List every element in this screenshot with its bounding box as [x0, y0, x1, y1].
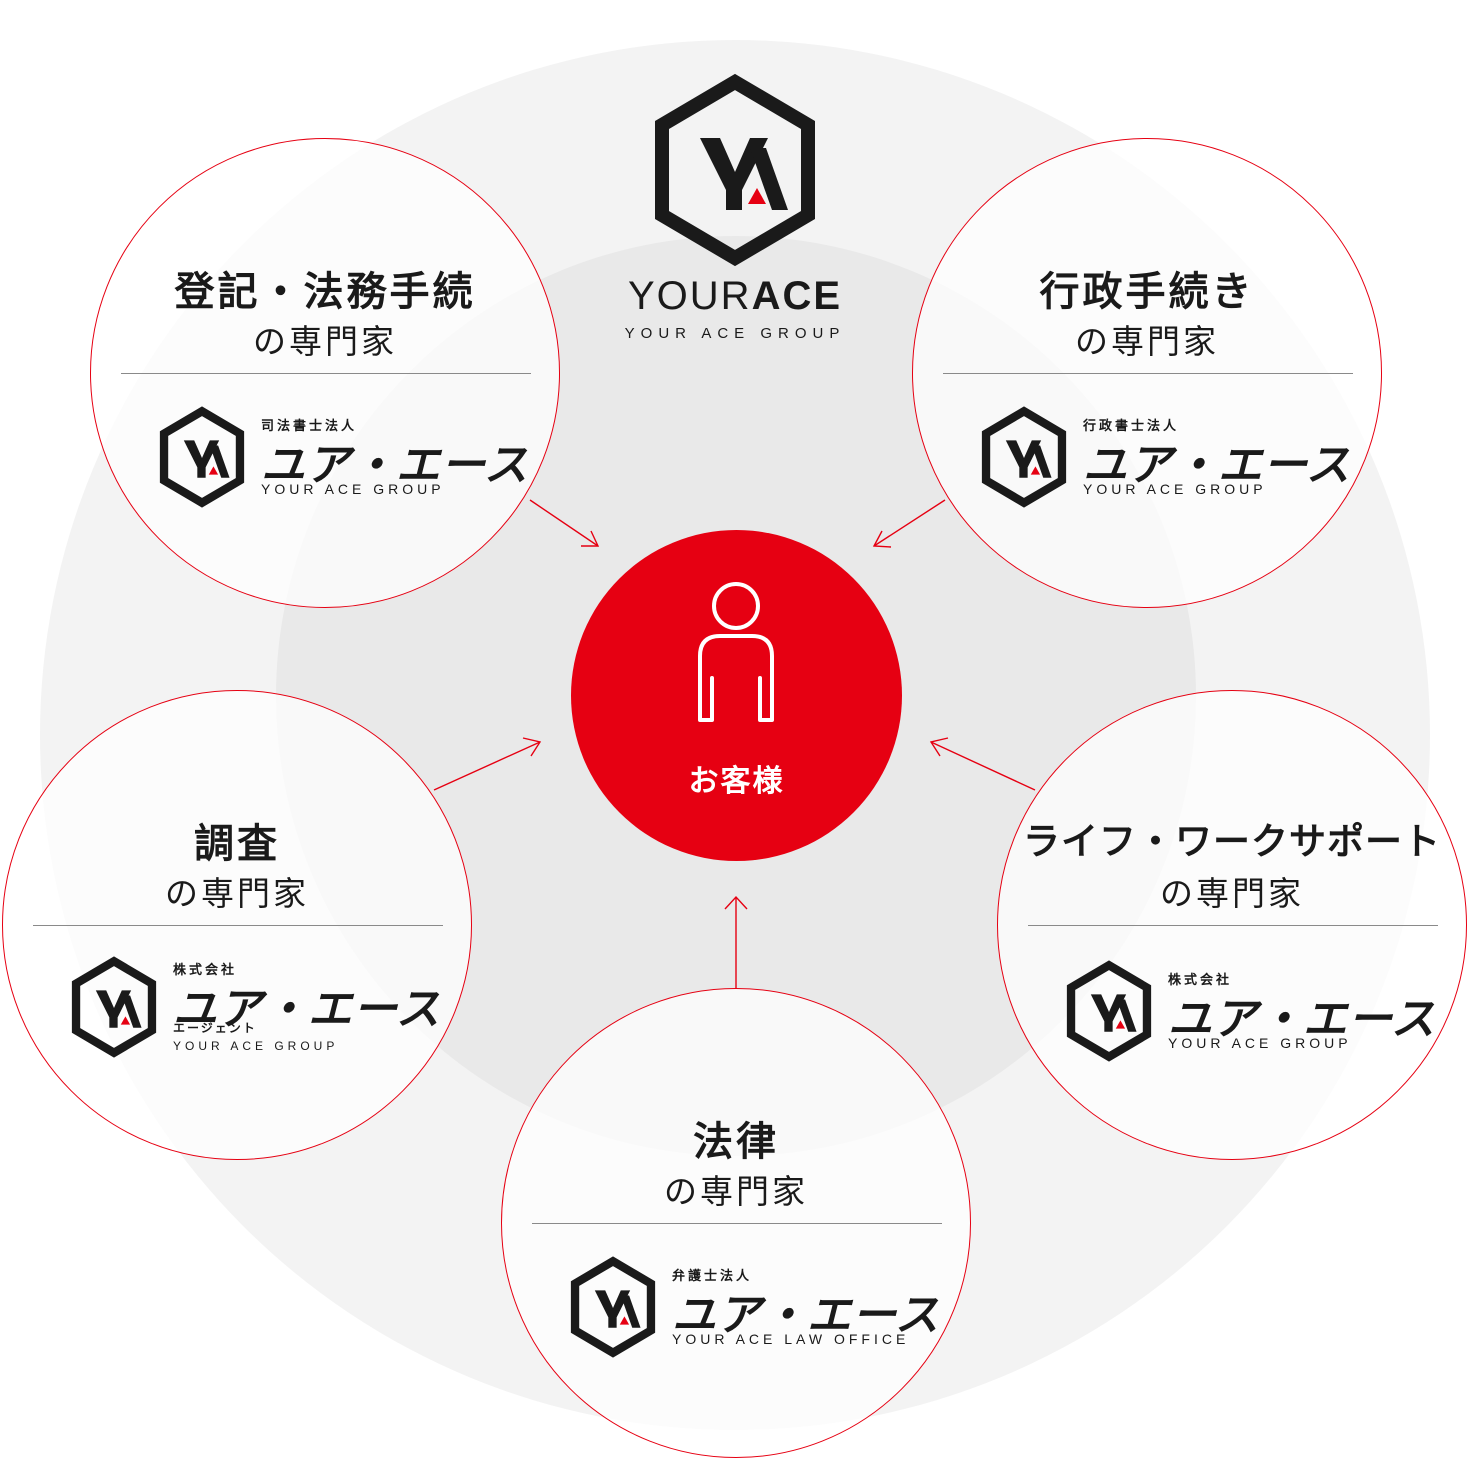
- customer-circle: お客様: [571, 530, 902, 861]
- logo-name: ユア・エース: [261, 440, 529, 491]
- group-subtitle: YOUR ACE GROUP: [624, 325, 846, 342]
- specialist-subtitle: の専門家: [1160, 874, 1304, 913]
- specialist-circle-lifework: ライフ・ワークサポート の専門家 株式会社 ユア・エース YOUR ACE GR…: [997, 690, 1467, 1160]
- your-ace-group-logo: YOURACE YOUR ACE GROUP: [600, 70, 870, 350]
- arrow-investigation-to-customer: [433, 737, 542, 791]
- logo-extra: エージェント: [173, 1021, 257, 1035]
- specialist-title: 登記・法務手続: [174, 269, 476, 315]
- ya-hexagon-logo-icon: [655, 73, 815, 267]
- specialist-title: 調査: [194, 821, 280, 867]
- divider: [532, 1223, 942, 1224]
- group-name: YOURACE: [600, 274, 870, 319]
- logo-name: ユア・エース: [1168, 994, 1436, 1045]
- logo-prefix: 司法書士法人: [261, 419, 358, 434]
- ya-hexagon-logo-icon: [159, 406, 245, 508]
- arrow-law-to-customer: [724, 895, 748, 988]
- logo-name: ユア・エース: [1083, 440, 1351, 491]
- ya-hexagon-logo-icon: [981, 406, 1067, 508]
- divider: [121, 373, 531, 374]
- specialist-subtitle: の専門家: [165, 874, 309, 913]
- logo-prefix: 行政書士法人: [1083, 419, 1180, 434]
- customer-label: お客様: [688, 764, 785, 799]
- group-name-light: YOUR: [627, 274, 752, 318]
- logo-prefix: 弁護士法人: [672, 1269, 753, 1284]
- arrow-lifework-to-customer: [929, 737, 1036, 791]
- specialist-title: 行政手続き: [1039, 269, 1255, 315]
- logo-name: ユア・エース: [173, 984, 441, 1035]
- specialist-circle-investigation: 調査 の専門家 株式会社 ユア・エース エージェント YOUR ACE GROU…: [2, 690, 472, 1160]
- divider: [1028, 925, 1438, 926]
- logo-prefix: 株式会社: [1168, 973, 1233, 988]
- ya-hexagon-logo-icon: [570, 1256, 656, 1358]
- ya-hexagon-logo-icon: [1066, 960, 1152, 1062]
- logo-english: YOUR ACE LAW OFFICE: [672, 1331, 910, 1347]
- specialist-circle-registration: 登記・法務手続 の専門家 司法書士法人 ユア・エース YOUR ACE GROU…: [90, 138, 560, 608]
- group-name-bold: ACE: [751, 274, 843, 318]
- specialist-subtitle: の専門家: [664, 1172, 808, 1211]
- arrow-administrative-to-customer: [872, 499, 946, 548]
- person-outline-icon: [698, 582, 774, 722]
- logo-english: YOUR ACE GROUP: [173, 1039, 339, 1053]
- specialist-title: 法律: [693, 1119, 779, 1165]
- logo-prefix: 株式会社: [173, 963, 238, 978]
- specialist-circle-administrative: 行政手続き の専門家 行政書士法人 ユア・エース YOUR ACE GROUP: [912, 138, 1382, 608]
- divider: [33, 925, 443, 926]
- logo-english: YOUR ACE GROUP: [1168, 1035, 1352, 1051]
- specialist-title: ライフ・ワークサポート: [1023, 820, 1441, 863]
- specialist-subtitle: の専門家: [1075, 322, 1219, 361]
- logo-name: ユア・エース: [672, 1290, 940, 1341]
- arrow-registration-to-customer: [529, 499, 600, 547]
- specialist-subtitle: の専門家: [253, 322, 397, 361]
- specialist-circle-law: 法律 の専門家 弁護士法人 ユア・エース YOUR ACE LAW OFFICE: [501, 988, 971, 1458]
- divider: [943, 373, 1353, 374]
- logo-english: YOUR ACE GROUP: [1083, 481, 1267, 497]
- logo-english: YOUR ACE GROUP: [261, 481, 445, 497]
- ya-hexagon-logo-icon: [71, 956, 157, 1058]
